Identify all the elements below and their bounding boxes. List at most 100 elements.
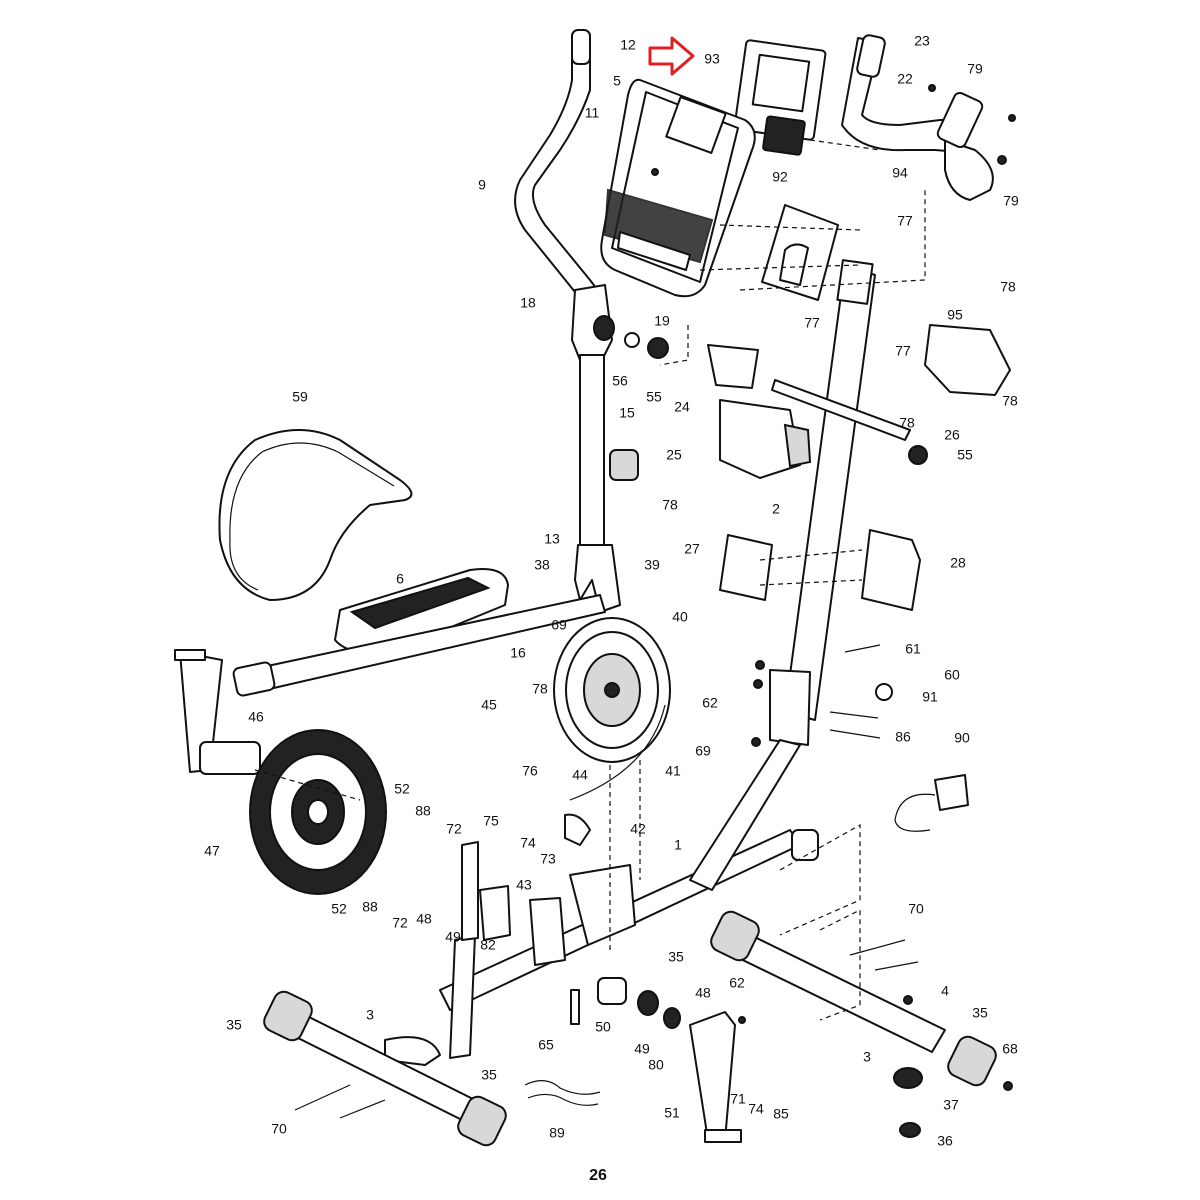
callout-label-91: 91 <box>922 689 938 705</box>
callout-label-55: 55 <box>957 447 973 463</box>
brake-cable <box>569 704 666 801</box>
stabilizers <box>263 910 997 1147</box>
tablet-holder-bracket <box>762 115 806 156</box>
callout-label-13: 13 <box>544 531 560 547</box>
bearing-lower <box>637 990 659 1016</box>
callout-label-48: 48 <box>416 911 432 927</box>
flywheel-axle <box>604 682 620 698</box>
callout-label-28: 28 <box>950 555 966 571</box>
console-back-cover-opening <box>779 243 809 286</box>
callout-label-60: 60 <box>944 667 960 683</box>
belt-inner-edge <box>229 442 395 591</box>
callout-label-77: 77 <box>895 343 911 359</box>
leveling-foot <box>893 1067 923 1089</box>
upright-top-cap <box>836 259 874 305</box>
callout-label-43: 43 <box>516 877 532 893</box>
callout-label-89: 89 <box>549 1125 565 1141</box>
screw <box>1008 114 1016 122</box>
screw <box>997 155 1007 165</box>
callout-label-76: 76 <box>522 763 538 779</box>
nut <box>738 1016 746 1024</box>
wire-harness <box>524 1080 601 1095</box>
frame-front-post <box>449 934 476 1059</box>
callout-label-18: 18 <box>520 295 536 311</box>
callout-label-71: 71 <box>730 1091 746 1107</box>
callout-label-88: 88 <box>415 803 431 819</box>
crank-pedal-pin <box>174 649 206 661</box>
accessory-tray <box>719 399 801 479</box>
callout-label-22: 22 <box>897 71 913 87</box>
wire-harness-lower <box>527 1093 599 1106</box>
callout-label-35: 35 <box>226 1017 242 1033</box>
callout-label-3: 3 <box>366 1007 374 1023</box>
callout-label-26: 26 <box>944 427 960 443</box>
callout-label-56: 56 <box>612 373 628 389</box>
callout-label-70: 70 <box>908 901 924 917</box>
callout-label-50: 50 <box>595 1019 611 1035</box>
callout-label-95: 95 <box>947 307 963 323</box>
drive-belt <box>218 429 413 601</box>
callout-label-86: 86 <box>895 729 911 745</box>
washer-lower <box>663 1007 681 1029</box>
callout-label-72: 72 <box>392 915 408 931</box>
callout-label-48: 48 <box>695 985 711 1001</box>
crank-and-fan <box>174 649 387 895</box>
callout-label-52: 52 <box>394 781 410 797</box>
callout-label-12: 12 <box>620 37 636 53</box>
callout-label-69: 69 <box>695 743 711 759</box>
nut <box>751 737 761 747</box>
handle-mount <box>936 91 984 149</box>
callout-label-78: 78 <box>1000 279 1016 295</box>
crank-hub <box>199 741 261 775</box>
callout-label-35: 35 <box>668 949 684 965</box>
callout-label-78: 78 <box>899 415 915 431</box>
bolts-stabilizer <box>849 939 919 971</box>
callout-label-77: 77 <box>897 213 913 229</box>
callout-label-49: 49 <box>634 1041 650 1057</box>
pedal-assembly <box>232 568 606 697</box>
rear-stabilizer-cap-left <box>710 910 760 962</box>
magnet-bracket <box>564 813 591 846</box>
right-grip <box>856 34 886 78</box>
bolts-upright <box>829 644 881 739</box>
accessory-tray-ribs <box>783 423 812 468</box>
callout-label-23: 23 <box>914 33 930 49</box>
callout-label-35: 35 <box>481 1067 497 1083</box>
callout-label-94: 94 <box>892 165 908 181</box>
callout-label-93: 93 <box>704 51 720 67</box>
console-assembly <box>600 39 839 301</box>
callout-label-36: 36 <box>937 1133 953 1149</box>
accessory-holders <box>707 324 1011 479</box>
frame-block <box>479 885 511 941</box>
callout-label-25: 25 <box>666 447 682 463</box>
callout-label-74: 74 <box>748 1101 764 1117</box>
callout-label-15: 15 <box>619 405 635 421</box>
callout-label-6: 6 <box>396 571 404 587</box>
callout-label-70: 70 <box>271 1121 287 1137</box>
callout-label-16: 16 <box>510 645 526 661</box>
leveling-foot-base <box>899 1122 921 1138</box>
callout-label-2: 2 <box>772 501 780 517</box>
upright-covers <box>719 529 921 611</box>
dash-crank-fan <box>254 769 361 801</box>
left-lower-arm-tube <box>579 354 605 546</box>
console-indicator <box>651 168 659 176</box>
callout-label-42: 42 <box>630 821 646 837</box>
idler-arm <box>689 1011 736 1141</box>
callout-label-52: 52 <box>331 901 347 917</box>
base-frame <box>384 739 819 1066</box>
callout-label-39: 39 <box>644 557 660 573</box>
power-adapter-cord <box>894 793 936 832</box>
callout-label-11: 11 <box>585 105 600 121</box>
fasteners <box>294 84 1016 1119</box>
fan-wheel-center <box>307 799 329 825</box>
bearing-upper <box>647 337 669 359</box>
pedal-arm-roller <box>232 661 276 697</box>
pivot-axle <box>771 379 911 441</box>
callout-label-59: 59 <box>292 389 308 405</box>
left-handlebar <box>514 29 669 613</box>
front-stabilizer-foot <box>384 1036 441 1066</box>
callout-label-46: 46 <box>248 709 264 725</box>
callout-label-78: 78 <box>662 497 678 513</box>
